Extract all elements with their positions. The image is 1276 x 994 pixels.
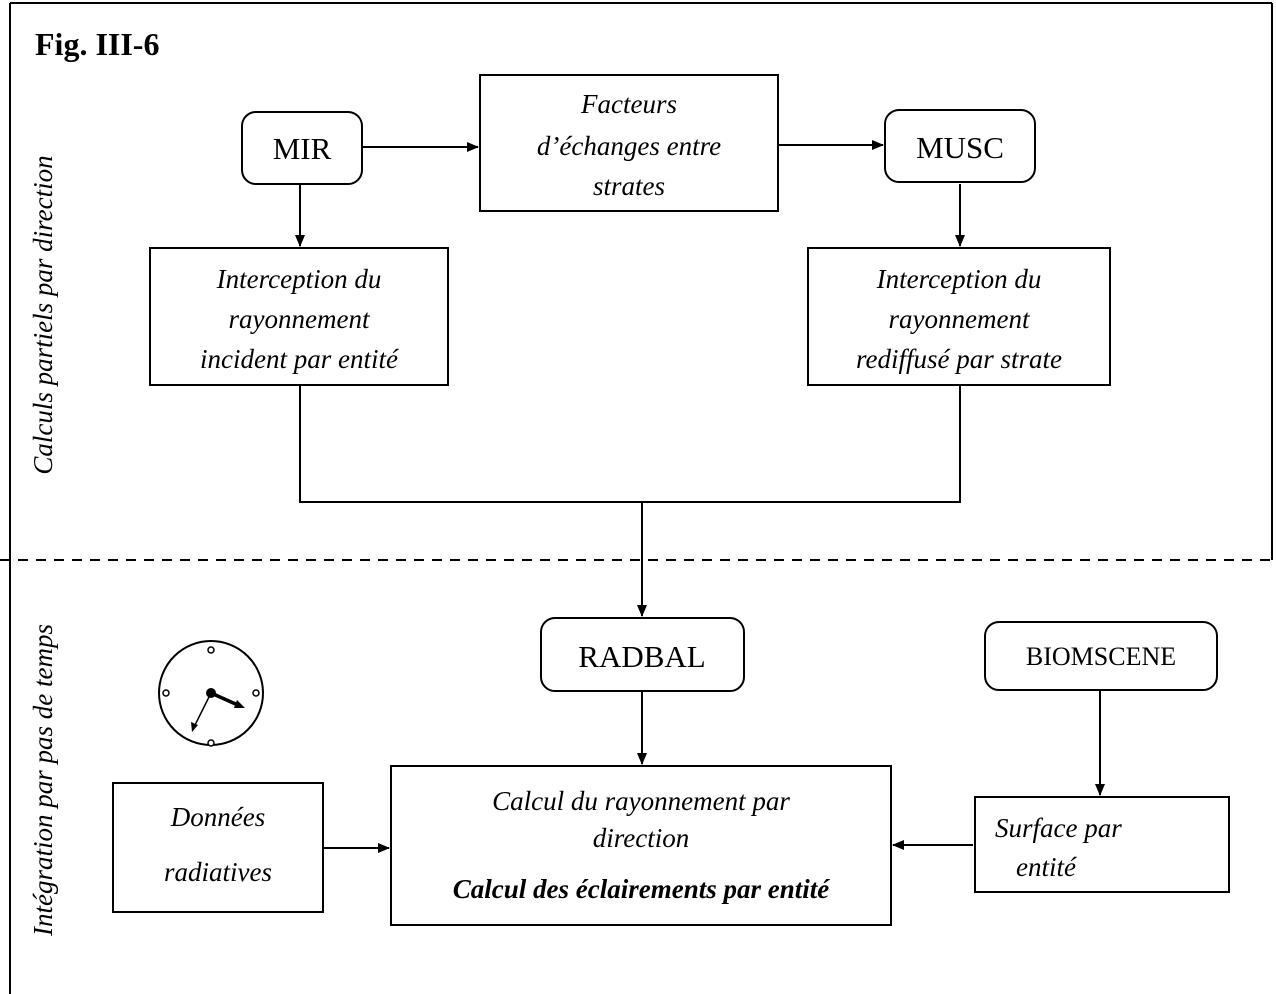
interception-rediffuse-line-3: rediffusé par strate — [856, 344, 1062, 374]
calcul-line-3: Calcul des éclairements par entité — [453, 874, 830, 904]
interception-incident-line-1: Interception du — [216, 264, 382, 294]
interception-incident-line-2: rayonnement — [229, 304, 371, 334]
facteurs-line-3: strates — [593, 171, 665, 201]
surface-line-1: Surface par — [995, 813, 1122, 843]
clock-icon — [158, 640, 264, 747]
merge-connector — [299, 385, 961, 503]
donnees-box — [112, 782, 324, 913]
musc-box — [884, 109, 1036, 183]
facteurs-line-1: Facteurs — [580, 89, 677, 119]
donnees-line-1: Données — [170, 802, 265, 832]
mir-box — [241, 111, 363, 185]
section-label-top: Calculs partiels par direction — [28, 155, 58, 474]
facteurs-line-2: d’échanges entre — [537, 131, 721, 161]
facteurs-box — [479, 74, 779, 212]
calcul-line-1: Calcul du rayonnement par — [492, 786, 790, 816]
interception-rediffuse-line-2: rayonnement — [889, 304, 1031, 334]
mir-label: MIR — [273, 131, 332, 166]
section-label-bottom: Intégration par pas de temps — [28, 624, 58, 937]
surface-line-2: entité — [1016, 852, 1077, 882]
figure-label: Fig. III-6 — [35, 26, 159, 62]
interception-rediffuse-box — [807, 247, 1111, 386]
interception-incident-line-3: incident par entité — [200, 344, 399, 374]
donnees-line-2: radiatives — [164, 857, 272, 887]
calcul-line-2: direction — [593, 823, 689, 853]
radbal-label: RADBAL — [578, 639, 705, 674]
surface-box — [974, 796, 1230, 893]
interception-rediffuse-line-1: Interception du — [876, 264, 1042, 294]
calcul-box — [390, 765, 892, 926]
interception-incident-box — [149, 247, 449, 386]
biomscene-box — [984, 621, 1218, 691]
radbal-box — [540, 617, 745, 692]
musc-label: MUSC — [916, 130, 1004, 165]
biomscene-label: BIOMSCENE — [1026, 642, 1176, 671]
